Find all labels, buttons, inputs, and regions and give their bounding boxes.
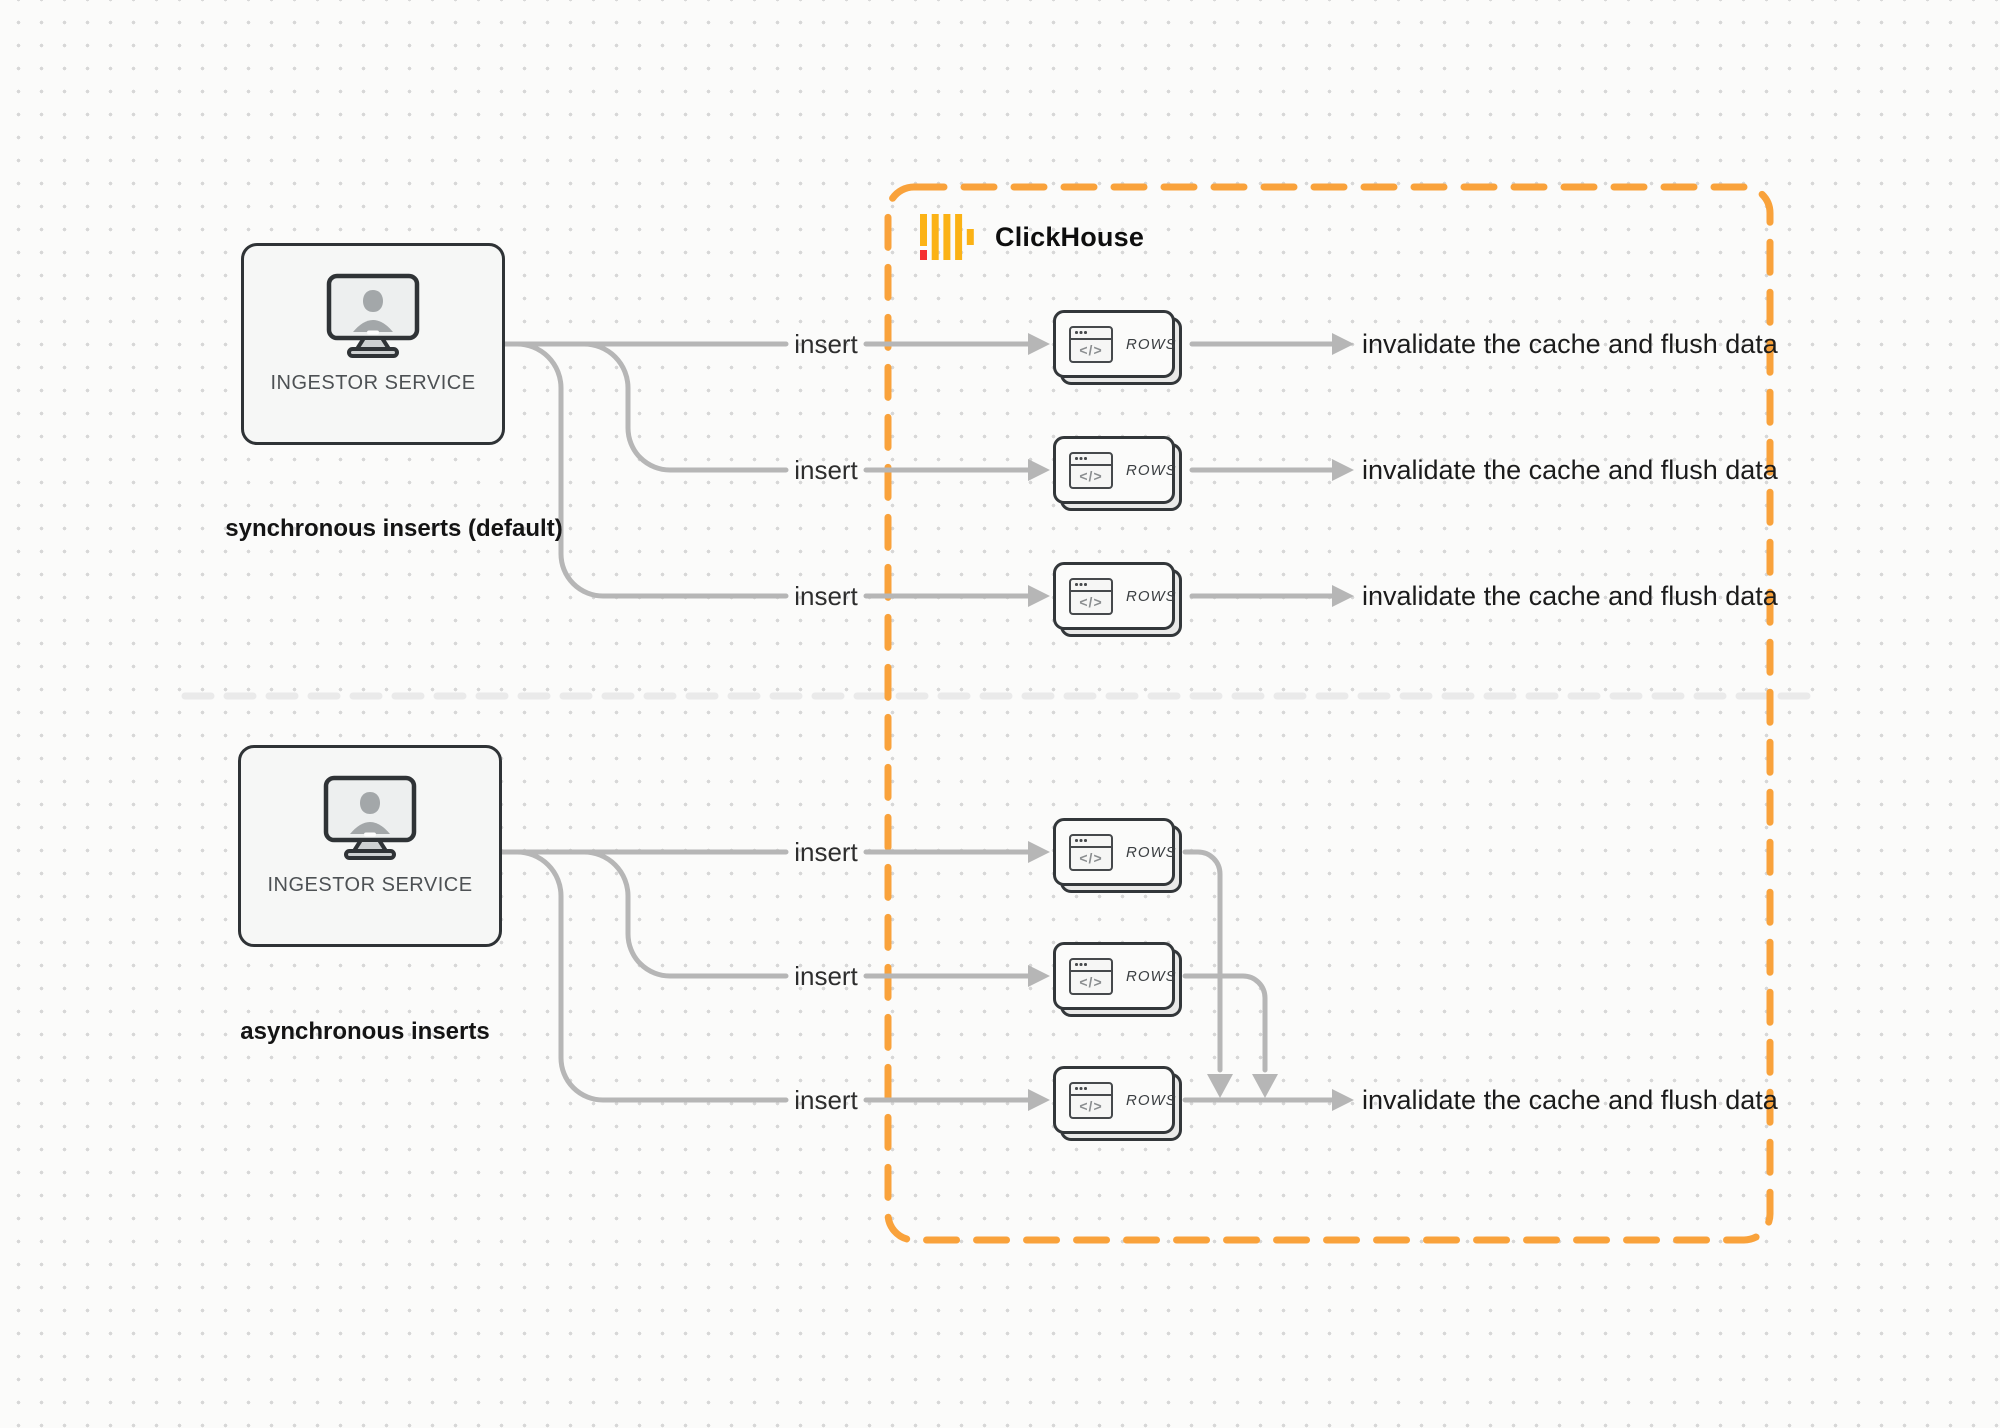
window-titlebar (1071, 580, 1111, 592)
rows-card-label: ROWS (1126, 1091, 1177, 1109)
clickhouse-label: ClickHouse (995, 221, 1145, 252)
rows-table-card: </> ROWS (1053, 310, 1184, 387)
arrowhead-icon (1332, 585, 1354, 607)
rows-card-label: ROWS (1126, 587, 1177, 605)
code-glyph: </> (1079, 342, 1103, 358)
arrowhead-icon (1332, 1089, 1354, 1111)
async-connectors (499, 849, 1335, 1103)
window-dots-icon (1075, 1087, 1078, 1090)
rows-card-label: ROWS (1126, 843, 1177, 861)
insert-label: insert (794, 961, 858, 991)
card-front-layer: </> ROWS (1053, 942, 1177, 1010)
rows-card-label: ROWS (1126, 967, 1177, 985)
monitor-user-icon (326, 273, 420, 358)
code-glyph: </> (1079, 974, 1103, 990)
rows-table-card: </> ROWS (1053, 1066, 1184, 1143)
rows-card-label: ROWS (1126, 335, 1177, 353)
window-titlebar (1071, 454, 1111, 466)
async-section-caption: asynchronous inserts (240, 1018, 490, 1045)
window-titlebar (1071, 1084, 1111, 1096)
service-box-label: INGESTOR SERVICE (270, 372, 476, 394)
card-front-layer: </> ROWS (1053, 562, 1177, 630)
result-label: invalidate the cache and flush data (1362, 455, 1778, 485)
arrowhead-icon (1028, 841, 1050, 863)
sync-connectors (499, 341, 1335, 599)
insert-label: insert (794, 1085, 858, 1115)
arrowhead-icon (1332, 459, 1354, 481)
result-label: invalidate the cache and flush data (1362, 1085, 1778, 1115)
clickhouse-boundary-box (884, 183, 1774, 1244)
window-dots-icon (1075, 839, 1078, 842)
insert-label: insert (794, 329, 858, 359)
arrowhead-icon (1028, 333, 1050, 355)
sync-arrowheads (1028, 333, 1354, 607)
async-merge-line-row1 (1182, 849, 1223, 1073)
rows-table-card: </> ROWS (1053, 562, 1184, 639)
rows-table-card: </> ROWS (1053, 436, 1184, 513)
code-window-icon: </> (1069, 451, 1113, 489)
sync-wire-row3 (499, 341, 789, 599)
arrowhead-down-icon (1207, 1074, 1233, 1098)
window-dots-icon (1075, 583, 1078, 586)
code-window-icon: </> (1069, 325, 1113, 363)
arrowhead-icon (1332, 333, 1354, 355)
window-titlebar (1071, 960, 1111, 972)
rows-table-card: </> ROWS (1053, 818, 1184, 895)
sync-section-caption: synchronous inserts (default) (225, 515, 563, 542)
window-titlebar (1071, 836, 1111, 848)
ingestor-service-box-async: INGESTOR SERVICE (238, 745, 502, 947)
sync-wire-row2 (499, 341, 789, 473)
rows-table-card: </> ROWS (1053, 942, 1184, 1019)
code-window-icon: </> (1069, 833, 1113, 871)
card-front-layer: </> ROWS (1053, 436, 1177, 504)
async-wire-row3 (499, 849, 789, 1103)
code-glyph: </> (1079, 468, 1103, 484)
card-front-layer: </> ROWS (1053, 310, 1177, 378)
card-front-layer: </> ROWS (1053, 1066, 1177, 1134)
window-dots-icon (1075, 331, 1078, 334)
code-glyph: </> (1079, 850, 1103, 866)
service-box-label: INGESTOR SERVICE (267, 874, 473, 896)
insert-label: insert (794, 837, 858, 867)
code-glyph: </> (1079, 594, 1103, 610)
arrowhead-icon (1028, 585, 1050, 607)
code-window-icon: </> (1069, 577, 1113, 615)
code-glyph: </> (1079, 1098, 1103, 1114)
monitor-user-icon (323, 775, 417, 860)
window-dots-icon (1075, 963, 1078, 966)
window-titlebar (1071, 328, 1111, 340)
result-label: invalidate the cache and flush data (1362, 329, 1778, 359)
code-window-icon: </> (1069, 957, 1113, 995)
rows-card-label: ROWS (1126, 461, 1177, 479)
async-merge-line-row2 (1182, 973, 1268, 1073)
async-wire-row2 (499, 849, 789, 979)
clickhouse-logo-icon (920, 214, 974, 260)
arrowhead-icon (1028, 1089, 1050, 1111)
insert-label: insert (794, 581, 858, 611)
insert-label: insert (794, 455, 858, 485)
card-front-layer: </> ROWS (1053, 818, 1177, 886)
window-dots-icon (1075, 457, 1078, 460)
ingestor-service-box-sync: INGESTOR SERVICE (241, 243, 505, 445)
arrowhead-icon (1028, 459, 1050, 481)
clickhouse-logo: ClickHouse (920, 212, 1144, 262)
async-arrowheads (1028, 841, 1354, 1111)
code-window-icon: </> (1069, 1081, 1113, 1119)
arrowhead-down-icon (1252, 1074, 1278, 1098)
arrowhead-icon (1028, 965, 1050, 987)
result-label: invalidate the cache and flush data (1362, 581, 1778, 611)
